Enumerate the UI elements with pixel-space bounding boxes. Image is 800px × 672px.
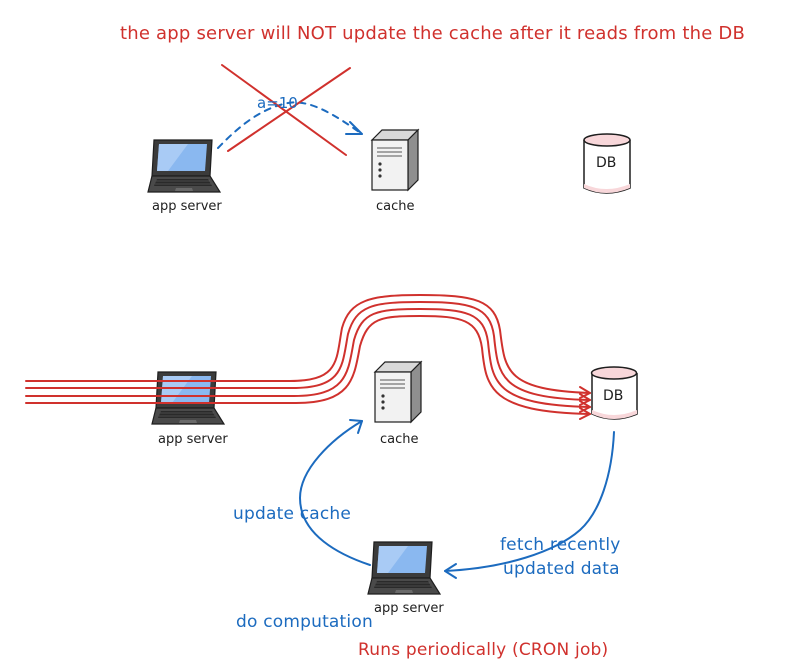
bottom-app-server-label: app server	[158, 432, 228, 447]
top-dashed-arrow	[217, 101, 363, 149]
top-cache-server	[371, 129, 419, 191]
cron-app-server-label: app server	[374, 601, 444, 616]
top-dashed-arrowhead	[345, 121, 363, 135]
update-cache-arrow	[298, 420, 371, 566]
arrow-value-label: a=10	[257, 94, 298, 112]
top-cache-label: cache	[376, 199, 415, 214]
laptop-icon	[147, 139, 221, 193]
bottom-cache-server	[374, 361, 422, 423]
update-cache-arrowhead	[349, 419, 363, 434]
update-cache-note: update cache	[233, 504, 352, 524]
fetch-note-line1: fetch recently	[500, 535, 621, 555]
top-app-server-label: app server	[152, 199, 222, 214]
cross-out-x	[221, 64, 351, 156]
computation-note: do computation	[236, 612, 373, 632]
cron-app-server-laptop	[367, 541, 441, 595]
laptop-icon	[151, 371, 225, 425]
top-db-label: DB	[596, 155, 617, 171]
server-icon	[374, 361, 422, 423]
fetch-note-line2: updated data	[503, 559, 620, 579]
bottom-db-label: DB	[603, 388, 624, 404]
laptop-icon	[367, 541, 441, 595]
red-request-flow	[25, 293, 591, 415]
top-db-cylinder	[583, 133, 631, 194]
server-icon	[371, 129, 419, 191]
red-flow-arrowheads	[579, 386, 591, 420]
top-note: the app server will NOT update the cache…	[120, 23, 745, 44]
top-app-server-laptop	[147, 139, 221, 193]
bottom-db-cylinder	[590, 366, 638, 420]
fetch-data-arrow	[444, 431, 615, 572]
bottom-app-server-laptop	[151, 371, 225, 425]
bottom-cache-label: cache	[380, 432, 419, 447]
fetch-data-arrowhead	[444, 563, 457, 579]
cron-note: Runs periodically (CRON job)	[358, 640, 609, 660]
